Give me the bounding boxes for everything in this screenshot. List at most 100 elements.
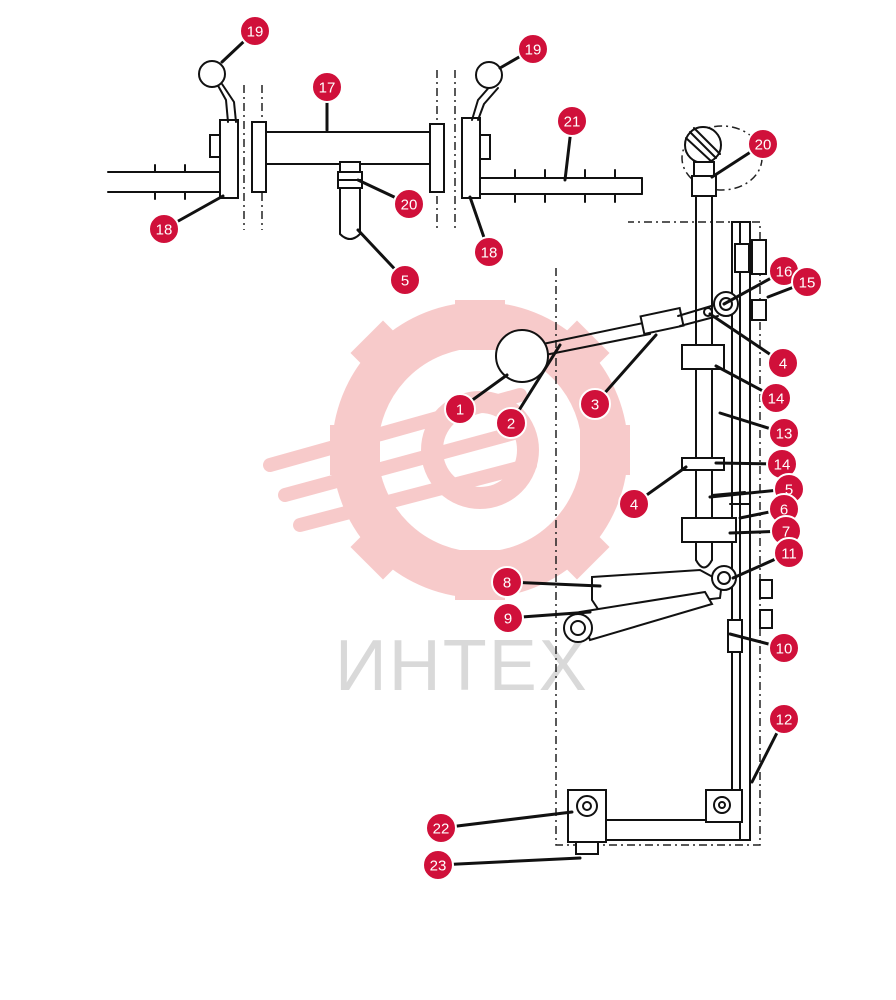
callout-3: 3 — [579, 333, 658, 420]
callout-marker — [492, 602, 524, 634]
gear-icon — [330, 300, 630, 600]
callout-marker — [556, 105, 588, 137]
callout-marker — [768, 417, 800, 449]
callout-label: 13 — [776, 426, 793, 443]
callout-marker — [768, 703, 800, 735]
collar-lower — [681, 517, 737, 543]
watermark-logo — [263, 300, 630, 600]
callout-label: 1 — [456, 402, 464, 419]
callout-marker — [393, 188, 425, 220]
callout-4: 4 — [618, 465, 688, 520]
callout-14: 14 — [714, 448, 798, 480]
callout-12: 12 — [750, 703, 800, 784]
callout-23: 23 — [422, 849, 582, 881]
callout-marker — [148, 213, 180, 245]
callout-marker — [389, 264, 421, 296]
callout-label: 20 — [401, 197, 418, 214]
central-tube — [265, 123, 445, 193]
callout-marker — [768, 632, 800, 664]
callout-marker — [311, 71, 343, 103]
left-bracket — [219, 119, 239, 199]
callout-label: 23 — [430, 858, 447, 875]
callout-label: 21 — [564, 114, 581, 131]
callout-label: 17 — [319, 80, 336, 97]
callout-label: 20 — [755, 137, 772, 154]
callout-marker — [767, 347, 799, 379]
callout-13: 13 — [718, 411, 800, 449]
callout-10: 10 — [728, 632, 800, 664]
top-knob — [681, 125, 763, 197]
callout-marker — [517, 33, 549, 65]
right-bracket — [461, 117, 481, 199]
vertical-rod — [695, 195, 713, 569]
callout-label: 15 — [799, 275, 816, 292]
callout-marker — [491, 566, 523, 598]
callout-17: 17 — [311, 71, 343, 132]
callout-marker — [747, 128, 779, 160]
callout-marker — [618, 488, 650, 520]
speed-stripes — [263, 388, 537, 532]
right-handle — [471, 61, 503, 121]
callout-marker — [425, 812, 457, 844]
lever-assembly — [495, 303, 719, 383]
callout-14: 14 — [714, 364, 792, 414]
callout-marker — [791, 266, 823, 298]
callout-label: 14 — [768, 391, 785, 408]
callout-8: 8 — [491, 566, 602, 598]
callout-marker — [495, 407, 527, 439]
callout-18: 18 — [468, 195, 505, 268]
watermark-text: ИНТЕХ — [335, 626, 589, 706]
callout-label: 22 — [433, 821, 450, 838]
lower-right-block — [705, 789, 743, 823]
callout-20: 20 — [356, 178, 425, 220]
callout-label: 5 — [785, 482, 793, 499]
callout-marker — [473, 236, 505, 268]
callout-label: 9 — [504, 611, 512, 628]
callout-marker — [239, 15, 271, 47]
callout-label: 5 — [401, 273, 409, 290]
callout-layer: 1919172120201818516154141312314456711891… — [148, 15, 823, 881]
callout-label: 12 — [776, 712, 793, 729]
top-shaft-assembly — [107, 60, 643, 240]
right-rod — [479, 169, 643, 203]
callout-5: 5 — [356, 228, 421, 296]
callout-marker — [773, 537, 805, 569]
lower-stub — [337, 161, 363, 240]
callout-9: 9 — [492, 602, 592, 634]
callout-label: 4 — [630, 497, 638, 514]
callout-label: 18 — [156, 222, 173, 239]
callout-label: 4 — [779, 356, 787, 373]
callout-19: 19 — [220, 15, 271, 64]
callout-11: 11 — [731, 537, 805, 580]
callout-20: 20 — [710, 128, 779, 179]
bottom-block — [567, 789, 607, 855]
callout-label: 10 — [776, 641, 793, 658]
callout-marker — [579, 388, 611, 420]
callout-15: 15 — [766, 266, 823, 299]
callout-label: 14 — [774, 457, 791, 474]
callout-label: 18 — [481, 245, 498, 262]
callout-4: 4 — [708, 312, 799, 379]
callout-label: 2 — [507, 416, 515, 433]
callout-label: 8 — [503, 575, 511, 592]
callout-1: 1 — [444, 373, 509, 425]
callout-leader — [439, 810, 574, 830]
callout-label: 7 — [782, 524, 790, 541]
left-rod — [107, 164, 221, 200]
callout-label: 19 — [525, 42, 542, 59]
left-handle — [198, 60, 237, 123]
bottom-lever — [563, 565, 743, 653]
callout-leader — [436, 856, 582, 867]
callout-22: 22 — [425, 810, 574, 844]
callout-2: 2 — [495, 343, 562, 439]
callout-marker — [444, 393, 476, 425]
callout-label: 11 — [781, 546, 797, 563]
frame-assembly — [495, 125, 773, 855]
callout-21: 21 — [556, 105, 588, 182]
callout-marker — [760, 382, 792, 414]
callout-marker — [422, 849, 454, 881]
callout-label: 3 — [591, 397, 599, 414]
callout-label: 16 — [776, 264, 793, 281]
callout-19: 19 — [498, 33, 549, 70]
